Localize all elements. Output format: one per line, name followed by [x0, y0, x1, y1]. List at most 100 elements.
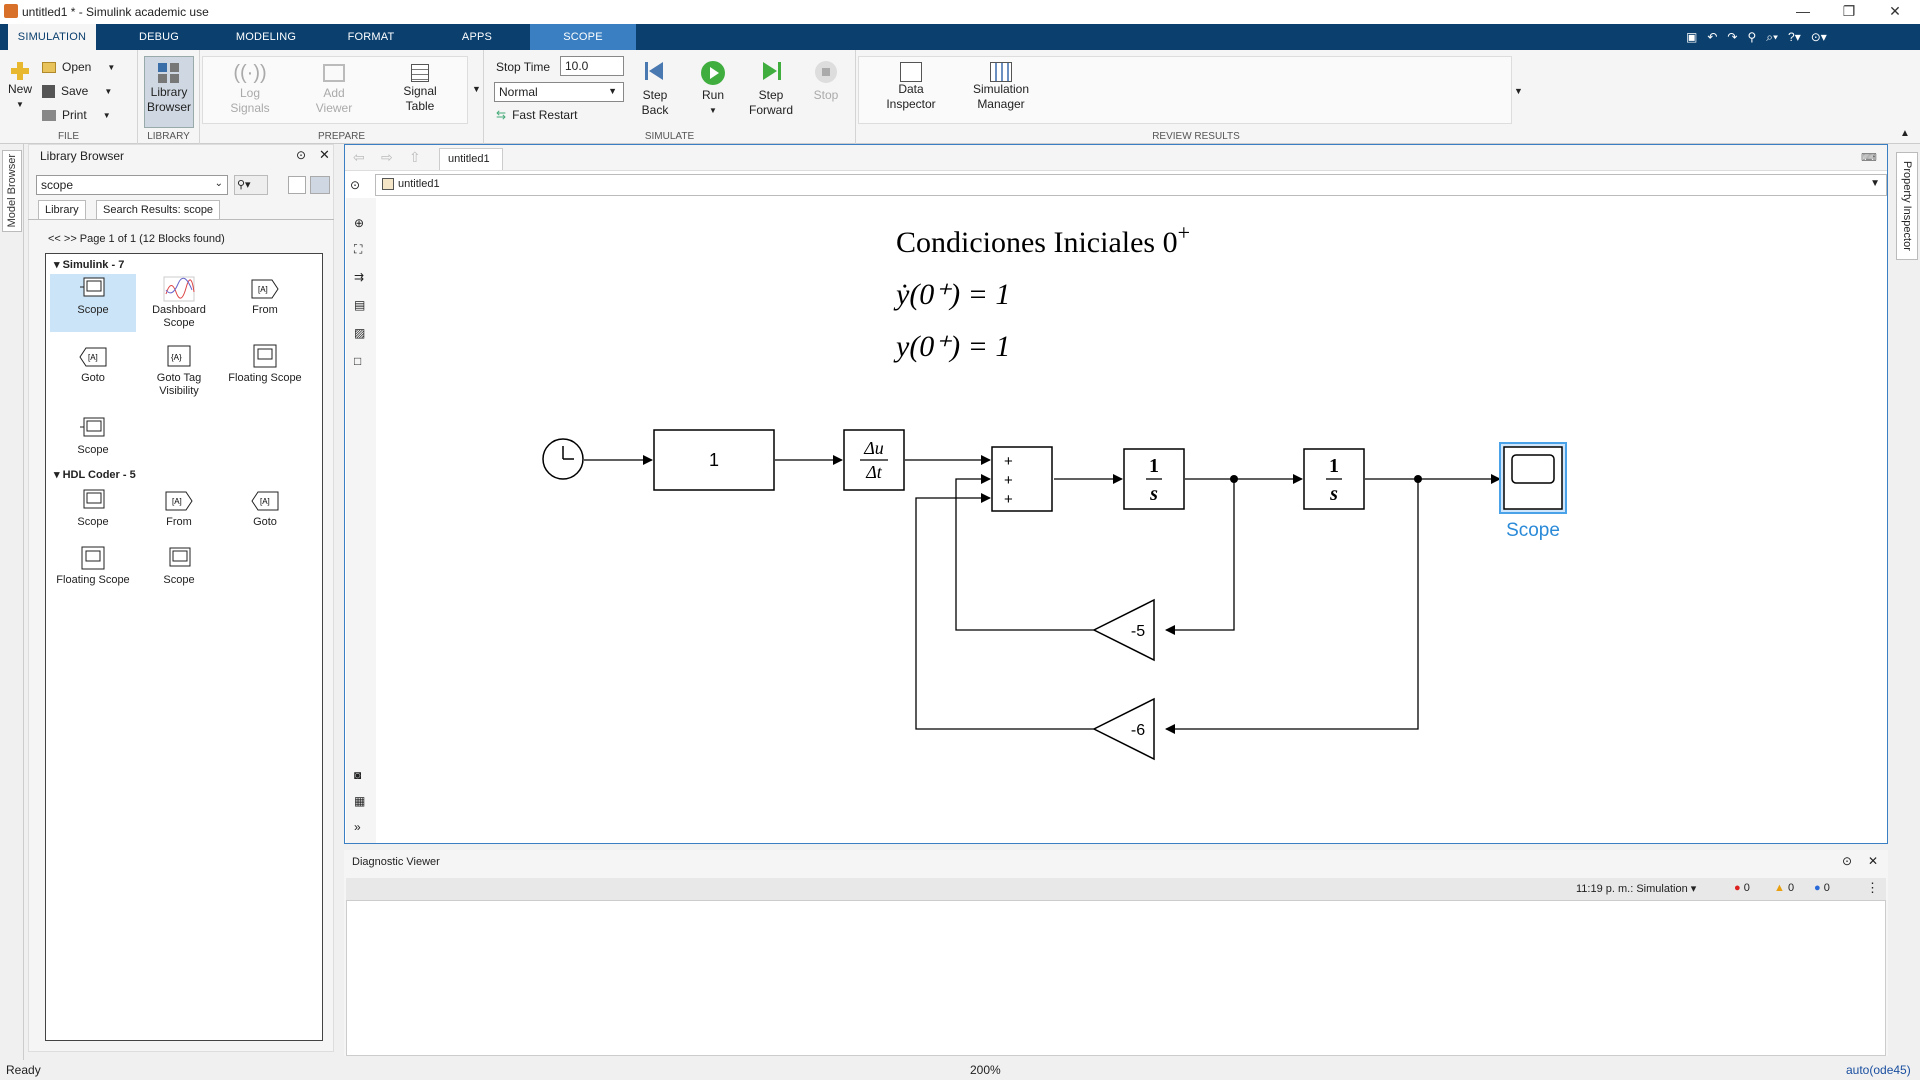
- hide-explorer-icon[interactable]: ⊙: [350, 178, 361, 192]
- library-search-input[interactable]: scope ⌄: [36, 175, 228, 195]
- stop-button[interactable]: Stop: [806, 60, 846, 103]
- save-button[interactable]: Save▼: [42, 84, 112, 98]
- fit-view-icon[interactable]: ⛶: [354, 242, 363, 256]
- gain-block-2[interactable]: -6: [1092, 697, 1155, 761]
- block-from[interactable]: [A] From: [222, 274, 308, 332]
- fast-restart-button[interactable]: ⇆Fast Restart: [496, 108, 578, 122]
- initial-conditions-annotation[interactable]: Condiciones Iniciales 0+ ẏ(0⁺) = 1 y(0⁺)…: [893, 220, 1190, 363]
- new-button[interactable]: New ▼: [6, 60, 34, 112]
- tab-modeling[interactable]: MODELING: [235, 31, 297, 43]
- prepare-expand-icon[interactable]: ▼: [472, 84, 481, 94]
- library-browser-button[interactable]: Library Browser: [144, 56, 194, 128]
- chevron-down-icon[interactable]: ▼: [1870, 178, 1880, 189]
- tab-apps[interactable]: APPS: [461, 31, 493, 43]
- expand-icon[interactable]: »: [354, 820, 361, 834]
- scope-block[interactable]: Scope: [1499, 442, 1567, 541]
- up-icon[interactable]: ⇧: [409, 149, 421, 165]
- save-quick-icon[interactable]: ▣: [1686, 30, 1698, 44]
- derivative-block[interactable]: Δu Δt: [843, 429, 905, 491]
- block-hdl-scope-2[interactable]: Scope: [136, 544, 222, 594]
- area-icon[interactable]: □: [354, 354, 362, 368]
- simulation-manager-button[interactable]: Simulation Manager: [956, 62, 1046, 112]
- back-icon[interactable]: ⇦: [353, 149, 365, 165]
- ribbon-expand-icon[interactable]: ▼: [1514, 86, 1523, 96]
- diagnostic-viewer-title: Diagnostic Viewer: [352, 856, 440, 868]
- integrator-block-2[interactable]: 1 s: [1303, 448, 1365, 510]
- branch-point: [1414, 475, 1422, 483]
- block-goto[interactable]: [A] Goto: [50, 342, 136, 400]
- info-count[interactable]: ● 0: [1814, 882, 1830, 894]
- open-button[interactable]: Open▼: [42, 60, 115, 74]
- log-signals-button[interactable]: ((·)) Log Signals: [230, 62, 270, 115]
- gain-block-1[interactable]: -5: [1092, 598, 1155, 662]
- search-icon[interactable]: ⚲: [1747, 30, 1757, 44]
- signal-table-button[interactable]: Signal Table: [388, 64, 452, 114]
- section-simulink[interactable]: ▾ Simulink - 7: [54, 259, 125, 271]
- warning-count[interactable]: ▲ 0: [1774, 882, 1795, 894]
- block-hdl-goto[interactable]: [A] Goto: [222, 486, 308, 536]
- search-button[interactable]: ⚲▾: [234, 175, 268, 195]
- diagnostic-timestamp[interactable]: 11:19 p. m.: Simulation ▾: [1576, 883, 1697, 895]
- tab-scope[interactable]: SCOPE: [530, 24, 636, 50]
- simulation-mode-select[interactable]: Normal ▼: [494, 82, 624, 102]
- arrows-icon[interactable]: ⇉: [354, 270, 365, 284]
- sum-block[interactable]: + + +: [991, 446, 1053, 512]
- block-hdl-floating-scope[interactable]: Floating Scope: [50, 544, 136, 602]
- constant-block[interactable]: 1: [653, 429, 775, 491]
- image-icon[interactable]: ▨: [354, 326, 366, 340]
- step-back-button[interactable]: Step Back: [630, 60, 680, 118]
- camera-icon[interactable]: ◙: [354, 768, 362, 782]
- redo-icon[interactable]: ↷: [1727, 30, 1738, 44]
- property-inspector-tab[interactable]: Property Inspector: [1896, 152, 1918, 260]
- forward-icon[interactable]: ⇨: [381, 149, 393, 165]
- tab-debug[interactable]: DEBUG: [138, 31, 180, 43]
- solver-link[interactable]: auto(ode45): [1846, 1063, 1911, 1077]
- help-icon[interactable]: ?▾: [1788, 30, 1801, 44]
- block-goto-tag-visibility[interactable]: {A} Goto Tag Visibility: [136, 342, 222, 400]
- block-hdl-from[interactable]: [A] From: [136, 486, 222, 536]
- grid-view-icon[interactable]: [310, 176, 330, 194]
- settings-icon[interactable]: ⊙▾: [1810, 30, 1827, 44]
- property-icon[interactable]: ▦: [354, 794, 366, 808]
- tab-format[interactable]: FORMAT: [347, 31, 395, 43]
- step-forward-button[interactable]: Step Forward: [742, 60, 800, 118]
- model-browser-tab[interactable]: Model Browser: [2, 150, 22, 232]
- printer-icon: [42, 109, 56, 121]
- undo-icon[interactable]: ↶: [1707, 30, 1718, 44]
- list-view-icon[interactable]: [288, 176, 306, 194]
- clock-block[interactable]: [542, 438, 584, 480]
- block-scope[interactable]: Scope: [50, 274, 136, 332]
- zoom-icon[interactable]: ⊕: [354, 216, 365, 230]
- keyboard-icon[interactable]: ⌨: [1861, 152, 1877, 164]
- find-icon[interactable]: ⌕▾: [1766, 29, 1779, 44]
- panel-options-icon[interactable]: ⊙: [1842, 854, 1853, 868]
- section-hdl-coder[interactable]: ▾ HDL Coder - 5: [54, 469, 136, 481]
- close-panel-icon[interactable]: ✕: [1868, 854, 1879, 868]
- minimize-icon[interactable]: —: [1796, 3, 1810, 19]
- block-hdl-scope[interactable]: Scope: [50, 486, 136, 536]
- data-inspector-button[interactable]: Data Inspector: [876, 62, 946, 112]
- tab-search-results[interactable]: Search Results: scope: [96, 200, 221, 220]
- error-count[interactable]: ● 0: [1734, 882, 1750, 894]
- tab-simulation[interactable]: SIMULATION: [8, 24, 96, 50]
- restore-icon[interactable]: ❐: [1842, 2, 1856, 19]
- print-button[interactable]: Print▼: [42, 108, 111, 122]
- close-icon[interactable]: ✕: [1889, 2, 1901, 19]
- add-viewer-button[interactable]: Add Viewer: [304, 60, 364, 116]
- annotation-icon[interactable]: ▤: [354, 298, 366, 312]
- run-button[interactable]: Run ▼: [688, 60, 738, 118]
- close-panel-icon[interactable]: ✕: [319, 147, 330, 162]
- results-paging[interactable]: << >> Page 1 of 1 (12 Blocks found): [48, 233, 225, 245]
- panel-options-icon[interactable]: ⊙: [296, 148, 307, 162]
- editor-tab-untitled1[interactable]: untitled1: [439, 148, 503, 170]
- block-dashboard-scope[interactable]: Dashboard Scope: [136, 274, 222, 332]
- integrator-block-1[interactable]: 1 s: [1123, 448, 1185, 510]
- chevron-down-icon: ▼: [608, 86, 617, 96]
- tab-library[interactable]: Library: [38, 200, 86, 220]
- stop-time-input[interactable]: 10.0: [560, 56, 624, 76]
- more-options-icon[interactable]: ⋮: [1866, 880, 1879, 895]
- block-scope-2[interactable]: Scope: [50, 414, 136, 462]
- breadcrumb[interactable]: untitled1 ▼: [375, 174, 1887, 196]
- collapse-ribbon-icon[interactable]: ▲: [1900, 128, 1910, 139]
- block-floating-scope[interactable]: Floating Scope: [222, 342, 308, 400]
